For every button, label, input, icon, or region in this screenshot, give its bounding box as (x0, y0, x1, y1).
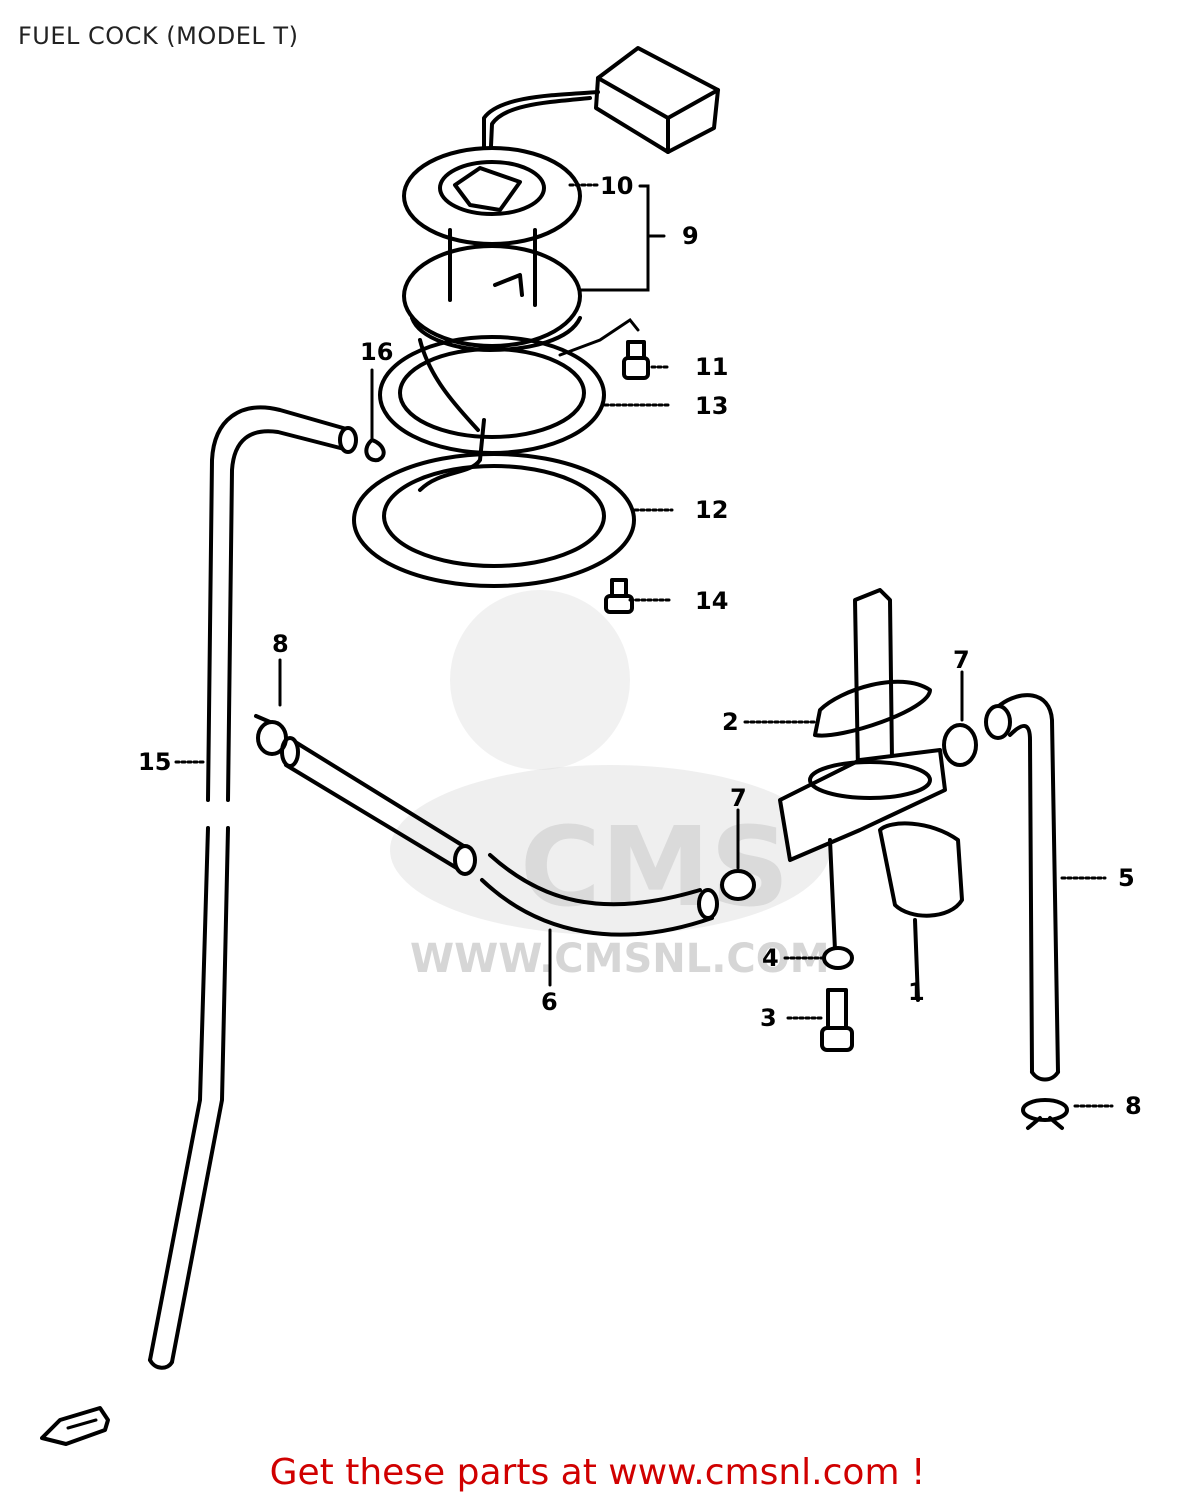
hose-clamp-8-left (254, 714, 288, 756)
callout-7-upper: 7 (953, 646, 970, 674)
cms-watermark-logo: CMS WWW.CMSNL.COM (390, 590, 830, 982)
sender-lower-flange (402, 244, 582, 352)
sender-body (448, 228, 537, 307)
hose-clamp-8-right (1021, 1098, 1069, 1130)
page-title: FUEL COCK (MODEL T) (18, 22, 299, 50)
fuel-hose-5 (984, 693, 1060, 1082)
callout-13: 13 (695, 392, 728, 420)
callout-labels: 1 2 3 4 5 6 7 7 8 8 9 10 11 12 13 14 15 … (138, 172, 1142, 1120)
callout-15: 15 (138, 748, 171, 776)
sender-top-flange (402, 146, 582, 246)
callout-3: 3 (760, 1004, 777, 1032)
callout-14: 14 (695, 587, 728, 615)
callout-8-right: 8 (1125, 1092, 1142, 1120)
screw-11 (622, 340, 650, 380)
front-direction-arrow (40, 1406, 110, 1446)
callout-9: 9 (682, 222, 699, 250)
washer-4 (822, 946, 854, 970)
breather-hose-15 (148, 405, 358, 1370)
callout-4: 4 (762, 944, 779, 972)
hose-clamp-7-lower (720, 869, 756, 901)
callout-1: 1 (908, 978, 925, 1006)
callout-16: 16 (360, 338, 393, 366)
fuel-cock-assembly (778, 588, 964, 1002)
callout-leader-lines (174, 183, 1114, 1108)
screw-14 (604, 578, 634, 614)
gasket-13 (378, 335, 606, 455)
footer-link-text[interactable]: Get these parts at www.cmsnl.com ! (269, 1452, 926, 1493)
mounting-plate-12 (352, 418, 636, 588)
callout-2: 2 (722, 708, 739, 736)
screw-3 (820, 988, 854, 1052)
callout-5: 5 (1118, 864, 1135, 892)
callout-6: 6 (541, 988, 558, 1016)
callout-10: 10 (600, 172, 633, 200)
fuel-hose-6 (280, 736, 719, 937)
callout-8-left: 8 (272, 630, 289, 658)
hose-clamp-7-upper (942, 723, 978, 767)
watermark-logo-text: CMS (520, 803, 789, 931)
callout-12: 12 (695, 496, 728, 524)
clip-16 (364, 438, 386, 463)
fuel-level-sender-unit (482, 46, 720, 172)
watermark-url-text: WWW.CMSNL.COM (410, 936, 830, 982)
callout-11: 11 (695, 353, 728, 381)
callout-7-lower: 7 (730, 784, 747, 812)
